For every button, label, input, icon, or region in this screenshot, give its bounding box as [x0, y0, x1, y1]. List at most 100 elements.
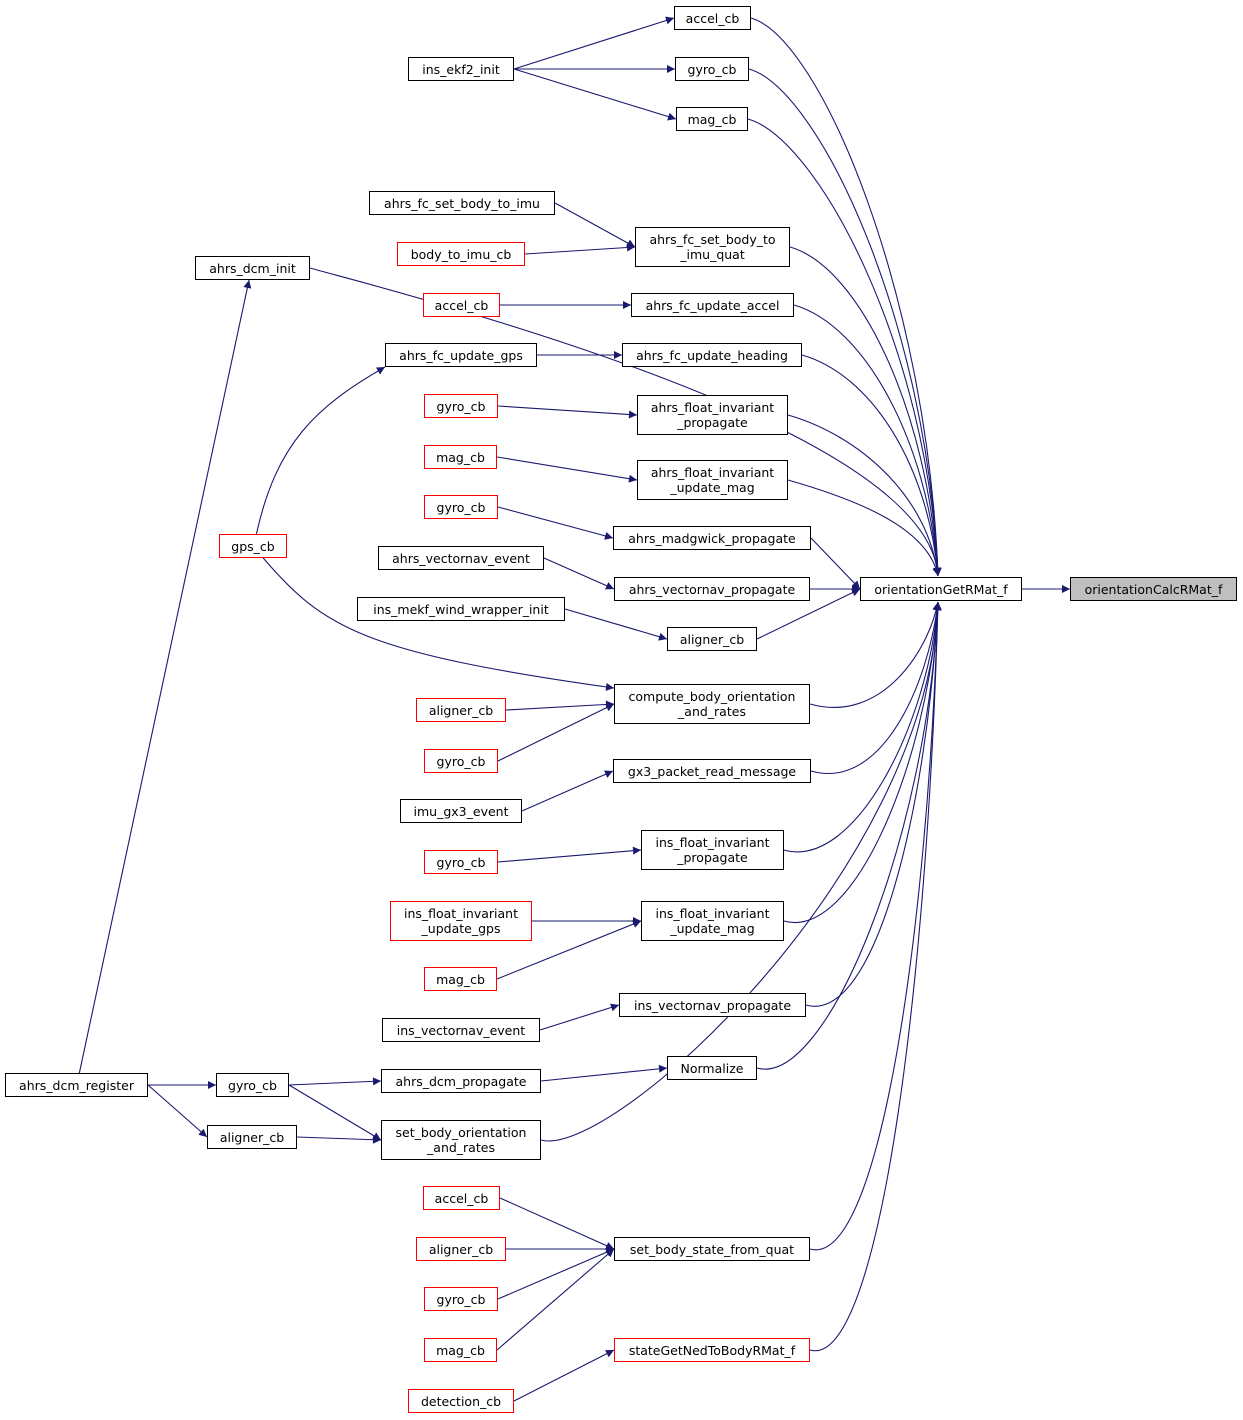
node-label: gyro_cb: [436, 1291, 486, 1307]
node-compute-body-orientation-and-rates[interactable]: compute_body_orientation_and_rates: [614, 684, 810, 724]
edge-gyro-cb-red2-to-ahrs-madgwick-propagate: [497, 506, 614, 540]
node-ahrs-dcm-propagate[interactable]: ahrs_dcm_propagate: [381, 1069, 541, 1093]
node-label: orientationGetRMat_f: [874, 581, 1008, 597]
node-normalize[interactable]: Normalize: [667, 1056, 757, 1080]
edge-ahrs-dcm-register-to-ahrs-dcm-init: [78, 279, 252, 1074]
edge-ahrs-madgwick-propagate-to-orientationgetrmat-f: [810, 537, 861, 590]
edge-ins-mekf-wind-wrapper-init-to-aligner-cb-mid: [564, 608, 668, 641]
node-gps-cb[interactable]: gps_cb: [219, 534, 287, 558]
node-ahrs-vectornav-event[interactable]: ahrs_vectornav_event: [378, 546, 544, 570]
edge-ahrs-dcm-propagate-to-normalize: [540, 1064, 668, 1082]
node-mag-cb-top[interactable]: mag_cb: [676, 107, 748, 131]
node-ins-vectornav-event[interactable]: ins_vectornav_event: [382, 1018, 540, 1042]
node-label: aligner_cb: [428, 702, 494, 718]
node-label: _and_rates: [678, 704, 746, 719]
edge-gps-cb-to-ahrs-fc-update-gps: [255, 366, 386, 535]
node-set-body-orientation-and-rates[interactable]: set_body_orientation_and_rates: [381, 1120, 541, 1160]
node-ahrs-float-invariant-propagate[interactable]: ahrs_float_invariant_propagate: [637, 395, 788, 435]
node-label: aligner_cb: [219, 1129, 285, 1145]
node-gx3-packet-read-message[interactable]: gx3_packet_read_message: [613, 759, 811, 783]
node-ahrs-fc-update-heading[interactable]: ahrs_fc_update_heading: [622, 343, 802, 367]
node-aligner-cb-red2[interactable]: aligner_cb: [416, 1237, 506, 1261]
node-label: ahrs_fc_set_body_to: [649, 232, 776, 247]
node-ins-ekf2-init[interactable]: ins_ekf2_init: [408, 57, 514, 81]
node-gyro-cb-top[interactable]: gyro_cb: [675, 57, 749, 81]
edge-ins-ekf2-init-to-mag-cb-top: [513, 68, 677, 121]
node-ahrs-fc-set-body-to-imu-quat[interactable]: ahrs_fc_set_body_to_imu_quat: [635, 227, 790, 267]
node-gyro-cb-red4[interactable]: gyro_cb: [424, 850, 498, 874]
node-ahrs-float-invariant-update-mag[interactable]: ahrs_float_invariant_update_mag: [637, 460, 788, 500]
node-ins-float-invariant-propagate[interactable]: ins_float_invariant_propagate: [641, 830, 784, 870]
node-gyro-cb-red3[interactable]: gyro_cb: [424, 749, 498, 773]
node-label: orientationCalcRMat_f: [1084, 581, 1223, 597]
node-label: accel_cb: [434, 297, 489, 313]
node-accel-cb-red1[interactable]: accel_cb: [423, 293, 500, 317]
node-label: gx3_packet_read_message: [627, 763, 797, 779]
edge-detection-cb-to-stategetnedtobodyrmat-f: [513, 1349, 615, 1402]
node-label: _update_gps: [421, 921, 501, 936]
node-mag-cb-red3[interactable]: mag_cb: [424, 1338, 497, 1362]
node-ahrs-fc-set-body-to-imu[interactable]: ahrs_fc_set_body_to_imu: [369, 191, 555, 215]
node-ins-float-invariant-update-mag[interactable]: ins_float_invariant_update_mag: [641, 901, 784, 941]
node-ahrs-fc-update-accel[interactable]: ahrs_fc_update_accel: [631, 293, 794, 317]
node-orientationgetrmat-f[interactable]: orientationGetRMat_f: [860, 577, 1022, 601]
edge-stategetnedtobodyrmat-f-to-orientationgetrmat-f: [809, 601, 942, 1352]
edge-body-to-imu-cb-to-ahrs-fc-set-body-to-imu-quat: [524, 243, 636, 255]
edge-gyro-cb-red4-to-ins-float-invariant-propagate: [497, 846, 642, 863]
node-label: ahrs_vectornav_propagate: [628, 581, 796, 597]
node-label: gps_cb: [231, 538, 275, 554]
node-ins-float-invariant-update-gps[interactable]: ins_float_invariant_update_gps: [390, 901, 532, 941]
edge-ahrs-fc-set-body-to-imu-to-ahrs-fc-set-body-to-imu-quat: [554, 202, 636, 248]
node-label: ins_ekf2_init: [422, 61, 500, 77]
edge-set-body-orientation-and-rates-to-orientationgetrmat-f: [540, 601, 942, 1142]
node-gyro-cb-red5[interactable]: gyro_cb: [424, 1287, 498, 1311]
node-imu-gx3-event[interactable]: imu_gx3_event: [400, 799, 522, 823]
node-stategetnedtobodyrmat-f[interactable]: stateGetNedToBodyRMat_f: [614, 1338, 810, 1362]
node-label: gyro_cb: [436, 499, 486, 515]
node-label: aligner_cb: [679, 631, 745, 647]
node-gyro-cb-dcm[interactable]: gyro_cb: [216, 1073, 289, 1097]
node-accel-cb-red2[interactable]: accel_cb: [423, 1186, 500, 1210]
edge-ins-vectornav-event-to-ins-vectornav-propagate: [539, 1003, 620, 1031]
node-label: ahrs_float_invariant: [650, 465, 775, 480]
edge-ins-float-invariant-propagate-to-orientationgetrmat-f: [783, 601, 942, 853]
node-label: _update_mag: [670, 480, 755, 495]
node-label: gyro_cb: [436, 854, 486, 870]
node-detection-cb[interactable]: detection_cb: [408, 1389, 514, 1413]
node-aligner-cb-mid[interactable]: aligner_cb: [667, 627, 757, 651]
node-aligner-cb-red1[interactable]: aligner_cb: [416, 698, 506, 722]
edge-mag-cb-top-to-orientationgetrmat-f: [747, 118, 942, 577]
node-label: mag_cb: [436, 971, 485, 987]
node-ins-vectornav-propagate[interactable]: ins_vectornav_propagate: [619, 993, 806, 1017]
node-label: accel_cb: [434, 1190, 489, 1206]
node-orientationcalcrmat-f[interactable]: orientationCalcRMat_f: [1070, 577, 1237, 601]
node-ahrs-dcm-init[interactable]: ahrs_dcm_init: [195, 256, 310, 280]
edge-ins-ekf2-init-to-accel-cb-top: [513, 16, 675, 70]
node-label: ahrs_fc_update_accel: [645, 297, 780, 313]
node-body-to-imu-cb[interactable]: body_to_imu_cb: [397, 242, 525, 266]
node-mag-cb-red1[interactable]: mag_cb: [424, 445, 497, 469]
edge-aligner-cb-red1-to-compute-body-orientation-and-rates: [505, 700, 615, 711]
node-ahrs-fc-update-gps[interactable]: ahrs_fc_update_gps: [385, 343, 537, 367]
node-ins-mekf-wind-wrapper-init[interactable]: ins_mekf_wind_wrapper_init: [357, 597, 565, 621]
edge-gx3-packet-read-message-to-orientationgetrmat-f: [810, 601, 942, 774]
node-accel-cb-top[interactable]: accel_cb: [674, 6, 751, 30]
edge-accel-cb-top-to-orientationgetrmat-f: [750, 17, 942, 577]
node-label: aligner_cb: [428, 1241, 494, 1257]
node-aligner-cb-dcm[interactable]: aligner_cb: [207, 1125, 297, 1149]
node-label: mag_cb: [436, 449, 485, 465]
node-ahrs-madgwick-propagate[interactable]: ahrs_madgwick_propagate: [613, 526, 811, 550]
edge-gyro-cb-dcm-to-ahrs-dcm-propagate: [288, 1077, 382, 1086]
node-ahrs-vectornav-propagate[interactable]: ahrs_vectornav_propagate: [614, 577, 810, 601]
edge-ahrs-fc-update-heading-to-orientationgetrmat-f: [801, 354, 942, 577]
node-gyro-cb-red1[interactable]: gyro_cb: [424, 394, 498, 418]
edge-compute-body-orientation-and-rates-to-orientationgetrmat-f: [809, 601, 941, 708]
edge-imu-gx3-event-to-gx3-packet-read-message: [521, 770, 614, 812]
node-ahrs-dcm-register[interactable]: ahrs_dcm_register: [5, 1073, 148, 1097]
node-mag-cb-red2[interactable]: mag_cb: [424, 967, 497, 991]
node-label: ahrs_fc_update_gps: [399, 347, 523, 363]
edge-gyro-cb-dcm-to-set-body-orientation-and-rates: [288, 1084, 382, 1141]
node-set-body-state-from-quat[interactable]: set_body_state_from_quat: [614, 1237, 810, 1261]
node-gyro-cb-red2[interactable]: gyro_cb: [424, 495, 498, 519]
